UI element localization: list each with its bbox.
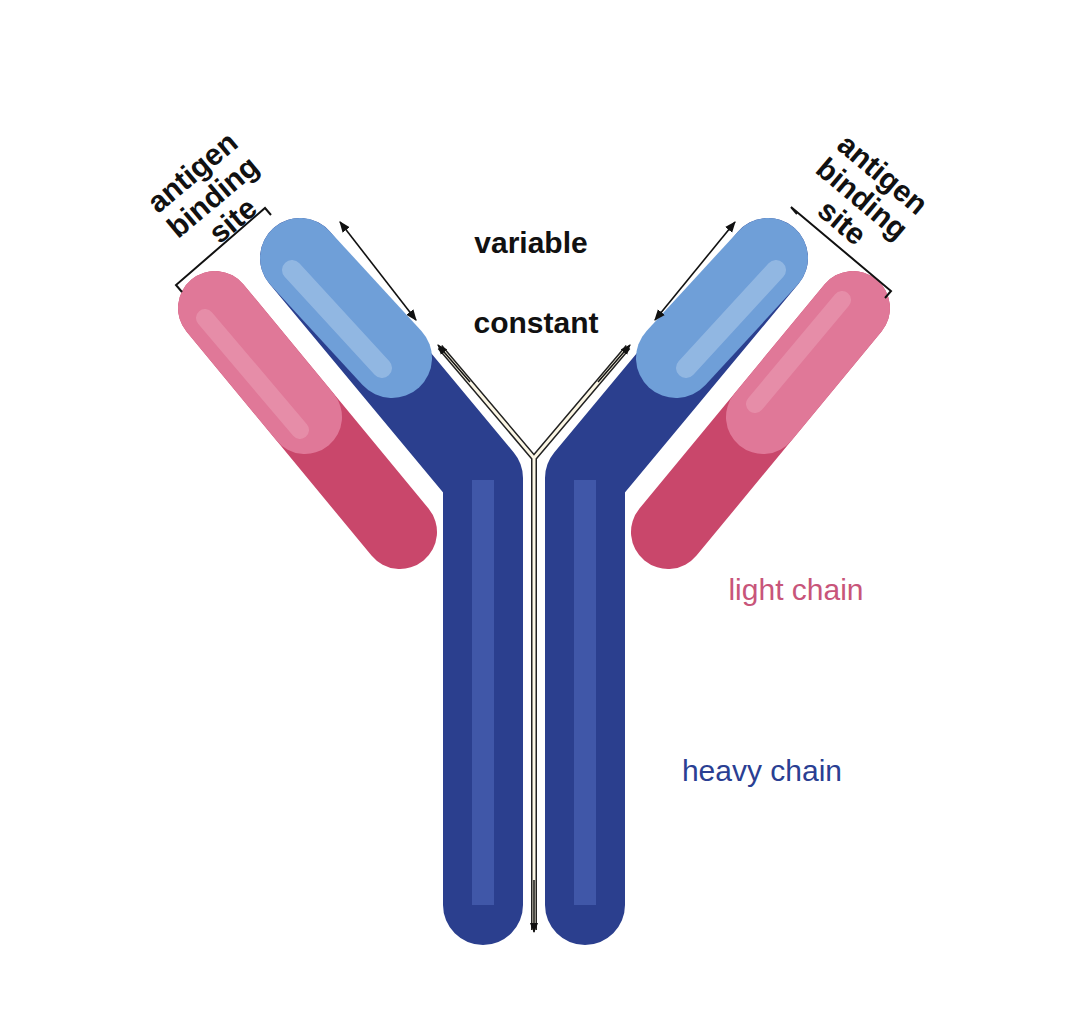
heavy-chain-left [292, 258, 483, 905]
binding-site-brackets [176, 207, 891, 298]
variable-region-arrows [340, 222, 735, 320]
constant-region-arrows [438, 345, 630, 932]
region-label: constant [473, 307, 598, 339]
chain-label: light chain [728, 574, 863, 606]
region-label: variable [474, 227, 587, 259]
chain-label: heavy chain [682, 755, 842, 787]
